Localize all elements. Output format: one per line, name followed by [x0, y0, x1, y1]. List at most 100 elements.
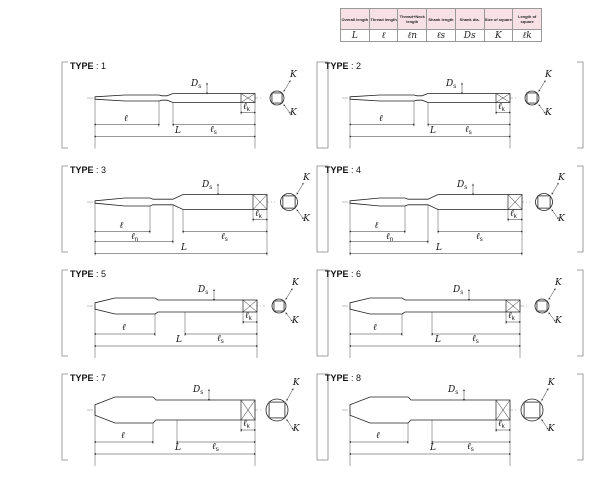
label-l: ℓ [373, 323, 377, 333]
label-Ds-main: D [198, 285, 206, 295]
tool-body [342, 396, 518, 424]
end-view-circle [535, 193, 553, 211]
label-lk: ℓk [243, 420, 250, 432]
label-lk: ℓk [510, 209, 517, 222]
type-number: : 6 [348, 269, 362, 279]
tool-body [342, 194, 530, 210]
label-lk-main: ℓ [498, 419, 502, 429]
label-ls-subscript: s [224, 236, 228, 243]
right-bracket [322, 61, 329, 149]
k-dim-lower [541, 419, 549, 430]
k-dim-lower [285, 312, 293, 322]
type-2-drawing [316, 61, 584, 149]
label-lk-subscript: k [246, 424, 250, 430]
label-Ds: Ds [453, 286, 463, 298]
right-bracket [577, 61, 584, 149]
label-l: ℓ [374, 220, 379, 231]
label-lk: ℓk [243, 102, 250, 115]
legend-symbol-ln: ℓn [397, 29, 428, 42]
label-K-upper: K [292, 278, 299, 288]
type-prefix: TYPE [325, 373, 349, 383]
tool-outline [94, 297, 258, 315]
end-view-square [273, 300, 285, 312]
label-ls-main: ℓ [476, 231, 480, 242]
type-prefix: TYPE [325, 165, 349, 175]
k-dim-upper [283, 80, 291, 92]
label-lk-main: ℓ [255, 208, 259, 219]
end-view-square [282, 195, 296, 209]
k-dim-lower [548, 312, 556, 322]
label-ls: ℓs [212, 443, 219, 455]
label-Ds: Ds [198, 286, 208, 298]
type-number: : 8 [348, 373, 362, 383]
label-ls: ℓs [467, 443, 474, 455]
type-7-title: TYPE : 7 [70, 373, 106, 383]
k-dim-lower [296, 209, 304, 220]
label-ls: ℓs [217, 335, 224, 347]
label-K-lower: K [292, 316, 299, 326]
label-K-lower: K [547, 424, 555, 434]
legend-symbol-K: K [483, 29, 514, 42]
legend-symbol-l: ℓ [368, 29, 399, 42]
square-cross-2 [242, 299, 258, 313]
label-Ds-main: D [193, 385, 201, 395]
end-view-circle [524, 90, 540, 106]
label-lk-subscript: k [501, 106, 505, 113]
label-Ds-subscript: s [455, 390, 459, 396]
label-ln-main: ℓ [131, 231, 135, 242]
legend-header-thread-neck-length: Thread+Neck length [397, 8, 428, 30]
end-view-square [536, 300, 548, 312]
label-lk-subscript: k [513, 213, 517, 220]
end-view-circle [265, 398, 289, 422]
type-number: : 7 [93, 373, 107, 383]
legend-header-size-of-square: Size of square [483, 8, 514, 30]
type-6-drawing [316, 269, 584, 358]
label-l: ℓ [376, 431, 380, 441]
label-ls-main: ℓ [217, 334, 221, 344]
tool-body [87, 93, 263, 103]
label-K-lower: K [555, 316, 562, 326]
label-l: ℓ [379, 113, 383, 124]
label-K-upper: K [290, 70, 297, 80]
tool-body [87, 194, 275, 210]
type-prefix: TYPE [70, 61, 94, 71]
type-2-title: TYPE : 2 [325, 61, 361, 71]
k-dim-upper [548, 288, 556, 300]
square-cross-2 [495, 399, 511, 421]
type-number: : 1 [93, 61, 107, 71]
type-3-drawing [61, 165, 329, 256]
k-dim-upper [541, 388, 549, 401]
label-ls-subscript: s [468, 129, 472, 136]
label-L: L [181, 242, 187, 253]
label-K-lower: K [545, 108, 552, 118]
label-ls: ℓs [476, 231, 483, 245]
label-ls-main: ℓ [221, 231, 225, 242]
label-L: L [430, 125, 436, 136]
type-8-title: TYPE : 8 [325, 373, 361, 383]
end-view-square [271, 92, 283, 104]
legend-header-shank-length: Shank length [426, 8, 456, 30]
label-ls-subscript: s [479, 236, 483, 243]
label-Ds-subscript: s [460, 290, 464, 296]
label-L: L [435, 335, 441, 345]
tool-outline [349, 396, 511, 424]
left-bracket [61, 165, 68, 253]
square-cross-2 [505, 299, 521, 313]
square-cross-2 [507, 194, 523, 210]
tool-outline [349, 194, 523, 210]
label-ln: ℓn [131, 231, 138, 245]
label-ln-subscript: n [389, 236, 394, 243]
label-ls-subscript: s [475, 339, 479, 345]
label-Ds-subscript: s [200, 390, 204, 396]
left-bracket [61, 373, 68, 461]
label-ls: ℓs [472, 335, 479, 347]
label-L: L [176, 335, 182, 345]
label-K-upper: K [292, 378, 300, 388]
label-ls-subscript: s [470, 447, 474, 453]
type-7-drawing [61, 373, 329, 466]
k-dim-lower [283, 104, 291, 114]
label-ln-main: ℓ [386, 231, 390, 242]
